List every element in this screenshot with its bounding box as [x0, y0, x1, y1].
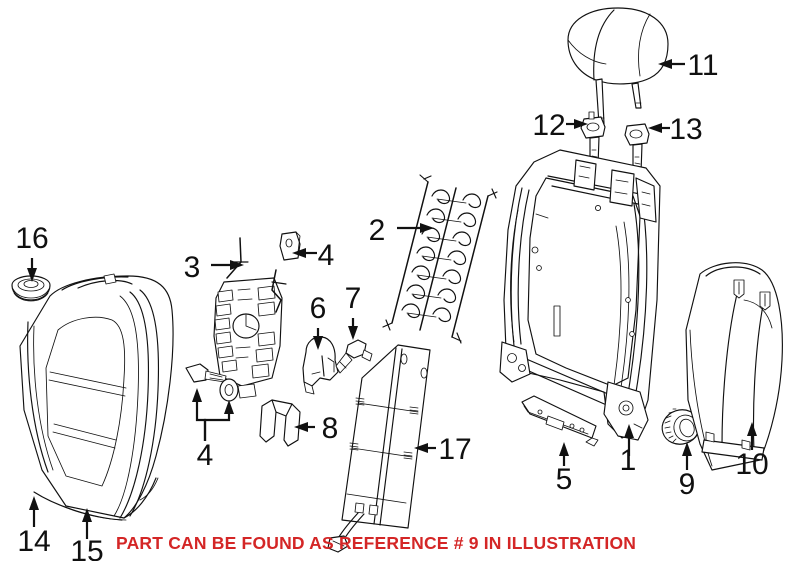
callout-15: 15	[70, 535, 103, 561]
callout-16: 16	[15, 222, 48, 255]
callout-17: 17	[438, 433, 471, 466]
part-seat-back-spring-mat	[382, 174, 498, 344]
callout-11: 11	[687, 49, 718, 82]
part-recliner-adjuster-knob	[661, 408, 701, 445]
callout-13: 13	[669, 113, 702, 146]
callout-1: 1	[620, 444, 637, 477]
part-retaining-clip-upper	[279, 231, 301, 261]
part-seat-back-frame	[499, 149, 661, 441]
part-lumbar-support-mechanism	[213, 237, 287, 399]
callout-7: 7	[345, 282, 362, 315]
part-grommet-bushing	[11, 275, 51, 302]
part-seat-back-cushion	[19, 273, 174, 521]
part-seat-back-panel	[685, 262, 783, 471]
part-headrest-guide-locking	[580, 111, 606, 170]
part-u-clip	[259, 399, 301, 447]
reference-note: PART CAN BE FOUND AS REFERENCE # 9 IN IL…	[116, 533, 637, 553]
callout-4-lower: 4	[197, 439, 214, 472]
callout-5: 5	[556, 463, 573, 496]
part-screw-and-washer	[185, 363, 239, 402]
part-headrest	[567, 7, 669, 125]
callout-9: 9	[679, 468, 696, 501]
callout-4-upper: 4	[318, 239, 335, 272]
part-side-trim-rail	[521, 395, 599, 447]
callout-2: 2	[369, 214, 386, 247]
part-pivot-pin	[335, 339, 373, 374]
part-bracket-hook	[302, 336, 339, 395]
callout-10: 10	[735, 448, 768, 481]
callout-numbers: 1 2 3 4 4 5 6 7 8 9 10 11 12 13 14 15 16…	[15, 49, 768, 561]
part-seat-heater-pad	[327, 344, 431, 553]
callout-8: 8	[322, 412, 339, 445]
callout-12: 12	[532, 109, 565, 142]
callout-leaders	[27, 59, 757, 539]
callout-14: 14	[17, 525, 50, 558]
callout-3: 3	[184, 251, 201, 284]
callout-6: 6	[310, 292, 327, 325]
